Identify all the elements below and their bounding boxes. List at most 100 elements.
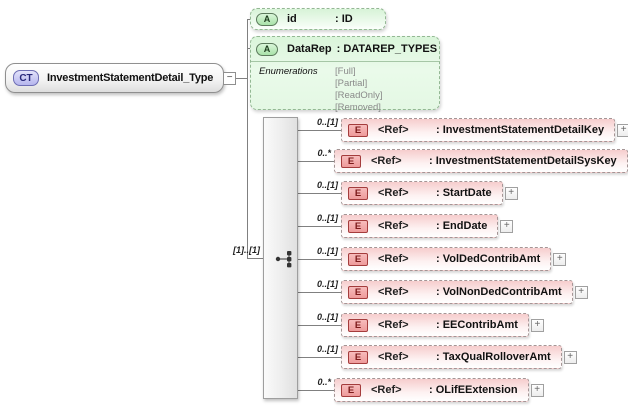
element-badge-icon: E [348, 123, 368, 137]
element-type-label: : StartDate [436, 187, 492, 199]
connector-line [298, 390, 334, 391]
element-connector: 0..[1] [298, 246, 341, 272]
enumerations-label: Enumerations [259, 66, 318, 77]
element-badge-icon: E [341, 154, 361, 168]
expand-toggle-icon[interactable]: + [504, 186, 518, 200]
root-cardinality-label: [1]..[1] [233, 245, 260, 255]
connector-trunk-line [247, 19, 248, 259]
element-connector: 0..* [298, 377, 334, 403]
element-badge-icon: E [341, 383, 361, 397]
attribute-name: DataRep [287, 43, 332, 55]
element-row: 0..[1] E <Ref> : VolDedContribAmt + [298, 246, 567, 272]
expand-toggle-icon[interactable]: + [563, 350, 577, 364]
attribute-type: : ID [335, 13, 353, 25]
element-row: 0..[1] E <Ref> : EEContribAmt + [298, 312, 544, 338]
element-row: 0..[1] E <Ref> : InvestmentStatementDeta… [298, 117, 628, 143]
element-node[interactable]: E <Ref> : StartDate [341, 181, 503, 205]
enumerations-values: [Full] [Partial] [ReadOnly] [Removed] [335, 66, 383, 114]
cardinality-label: 0..[1] [316, 117, 338, 127]
element-row: 0..[1] E <Ref> : VolNonDedContribAmt + [298, 279, 588, 305]
connector-line [298, 193, 341, 194]
enum-value: [Full] [335, 66, 356, 77]
element-row: 0..* E <Ref> : OLifEExtension + [298, 377, 544, 403]
cardinality-label: 0..* [317, 377, 331, 387]
cardinality-label: 0..[1] [316, 246, 338, 256]
element-ref-label: <Ref> [378, 187, 409, 199]
expand-toggle-icon[interactable]: + [530, 318, 544, 332]
expand-toggle-icon[interactable]: + [553, 252, 567, 266]
enum-value: [ReadOnly] [335, 90, 383, 101]
element-type-label: : InvestmentStatementDetailSysKey [429, 155, 617, 167]
expand-toggle-icon[interactable]: + [530, 383, 544, 397]
cardinality-label: 0..[1] [316, 180, 338, 190]
enum-value: [Removed] [335, 102, 381, 113]
sequence-compositor-bar[interactable] [263, 117, 298, 399]
connector-line [298, 161, 334, 162]
attribute-node-id[interactable]: A id : ID [250, 8, 386, 30]
attribute-name: id [287, 13, 297, 25]
element-node[interactable]: E <Ref> : VolNonDedContribAmt [341, 280, 573, 304]
expand-toggle-icon[interactable]: + [574, 285, 588, 299]
complex-type-node: CT InvestmentStatementDetail_Type − [5, 63, 237, 93]
cardinality-label: 0..[1] [316, 213, 338, 223]
element-node[interactable]: E <Ref> : EndDate [341, 214, 499, 238]
attribute-title-row: A DataRep : DATAREP_TYPES [251, 37, 439, 61]
connector-line [298, 226, 341, 227]
cardinality-label: 0..[1] [316, 279, 338, 289]
cardinality-label: 0..[1] [316, 344, 338, 354]
element-badge-icon: E [348, 252, 368, 266]
connector-line [298, 292, 341, 293]
complex-type-box[interactable]: CT InvestmentStatementDetail_Type [5, 63, 225, 93]
connector-line [298, 325, 341, 326]
connector-stub-sequence [247, 258, 264, 259]
element-badge-icon: E [348, 219, 368, 233]
element-node[interactable]: E <Ref> : InvestmentStatementDetailSysKe… [334, 149, 628, 173]
element-badge-icon: E [348, 186, 368, 200]
element-type-label: : OLifEExtension [429, 384, 518, 396]
element-badge-icon: E [348, 318, 368, 332]
connector-stub-datarep [247, 48, 252, 49]
complex-type-title: InvestmentStatementDetail_Type [47, 72, 214, 84]
element-badge-icon: E [348, 285, 368, 299]
element-connector: 0..[1] [298, 117, 341, 143]
element-connector: 0..[1] [298, 312, 341, 338]
element-node[interactable]: E <Ref> : EEContribAmt [341, 313, 529, 337]
element-connector: 0..[1] [298, 180, 341, 206]
sequence-icon [275, 251, 292, 268]
element-row: 0..* E <Ref> : InvestmentStatementDetail… [298, 148, 628, 174]
element-type-label: : VolDedContribAmt [436, 253, 541, 265]
element-connector: 0..[1] [298, 213, 341, 239]
connector-line [298, 259, 341, 260]
element-node[interactable]: E <Ref> : InvestmentStatementDetailKey [341, 118, 616, 142]
complex-type-badge-icon: CT [13, 70, 39, 86]
expand-toggle-icon[interactable]: + [500, 219, 514, 233]
cardinality-label: 0..* [317, 148, 331, 158]
attribute-node-datarep[interactable]: A DataRep : DATAREP_TYPES Enumerations [… [250, 36, 440, 113]
element-type-label: : EndDate [436, 220, 488, 232]
attribute-badge-icon: A [256, 12, 278, 26]
element-ref-label: <Ref> [371, 155, 402, 167]
enumerations-divider [251, 61, 439, 62]
element-row: 0..[1] E <Ref> : EndDate + [298, 213, 514, 239]
attribute-type: : DATAREP_TYPES [336, 43, 438, 55]
element-node[interactable]: E <Ref> : TaxQualRolloverAmt [341, 345, 562, 369]
attribute-badge-icon: A [256, 42, 278, 56]
element-type-label: : EEContribAmt [436, 319, 518, 331]
collapse-toggle-icon[interactable]: − [223, 71, 237, 85]
element-ref-label: <Ref> [378, 351, 409, 363]
connector-line [298, 357, 341, 358]
element-node[interactable]: E <Ref> : OLifEExtension [334, 378, 529, 402]
element-connector: 0..[1] [298, 279, 341, 305]
expand-toggle-icon[interactable]: + [617, 123, 628, 137]
element-node[interactable]: E <Ref> : VolDedContribAmt [341, 247, 552, 271]
enum-value: [Partial] [335, 78, 368, 89]
connector-line [298, 130, 341, 131]
element-ref-label: <Ref> [378, 220, 409, 232]
element-ref-label: <Ref> [378, 319, 409, 331]
element-row: 0..[1] E <Ref> : StartDate + [298, 180, 518, 206]
element-connector: 0..[1] [298, 344, 341, 370]
enumerations-section: Enumerations [Full] [Partial] [ReadOnly]… [251, 61, 439, 114]
connector-stub-id [247, 19, 252, 20]
element-ref-label: <Ref> [378, 124, 409, 136]
